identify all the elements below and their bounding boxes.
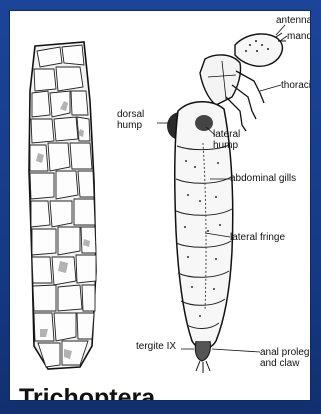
label-antenna: antenna <box>276 15 311 26</box>
label-tergite-ix: tergite IX <box>136 341 176 352</box>
figure-title: Trichoptera <box>19 384 155 401</box>
label-thoracic-legs: thoracic l <box>281 80 311 91</box>
label-anal-proleg-1: anal proleg <box>260 347 309 358</box>
larval-case-drawing <box>29 42 96 369</box>
larva-drawing <box>167 33 286 373</box>
label-lateral-hump-1: lateral <box>213 129 240 140</box>
label-abdominal-gills: abdominal gills <box>230 173 296 184</box>
label-anal-proleg-2: and claw <box>260 358 299 369</box>
label-lateral-hump-2: hump <box>213 140 238 151</box>
label-mandible: mandib <box>287 31 311 42</box>
label-dorsal-hump-1: dorsal <box>117 109 144 120</box>
label-lateral-fringe: lateral fringe <box>230 232 285 243</box>
label-dorsal-hump-2: hump <box>117 120 142 131</box>
illustration-panel: antenna mandib thoracic l dorsal hump la… <box>9 10 311 401</box>
